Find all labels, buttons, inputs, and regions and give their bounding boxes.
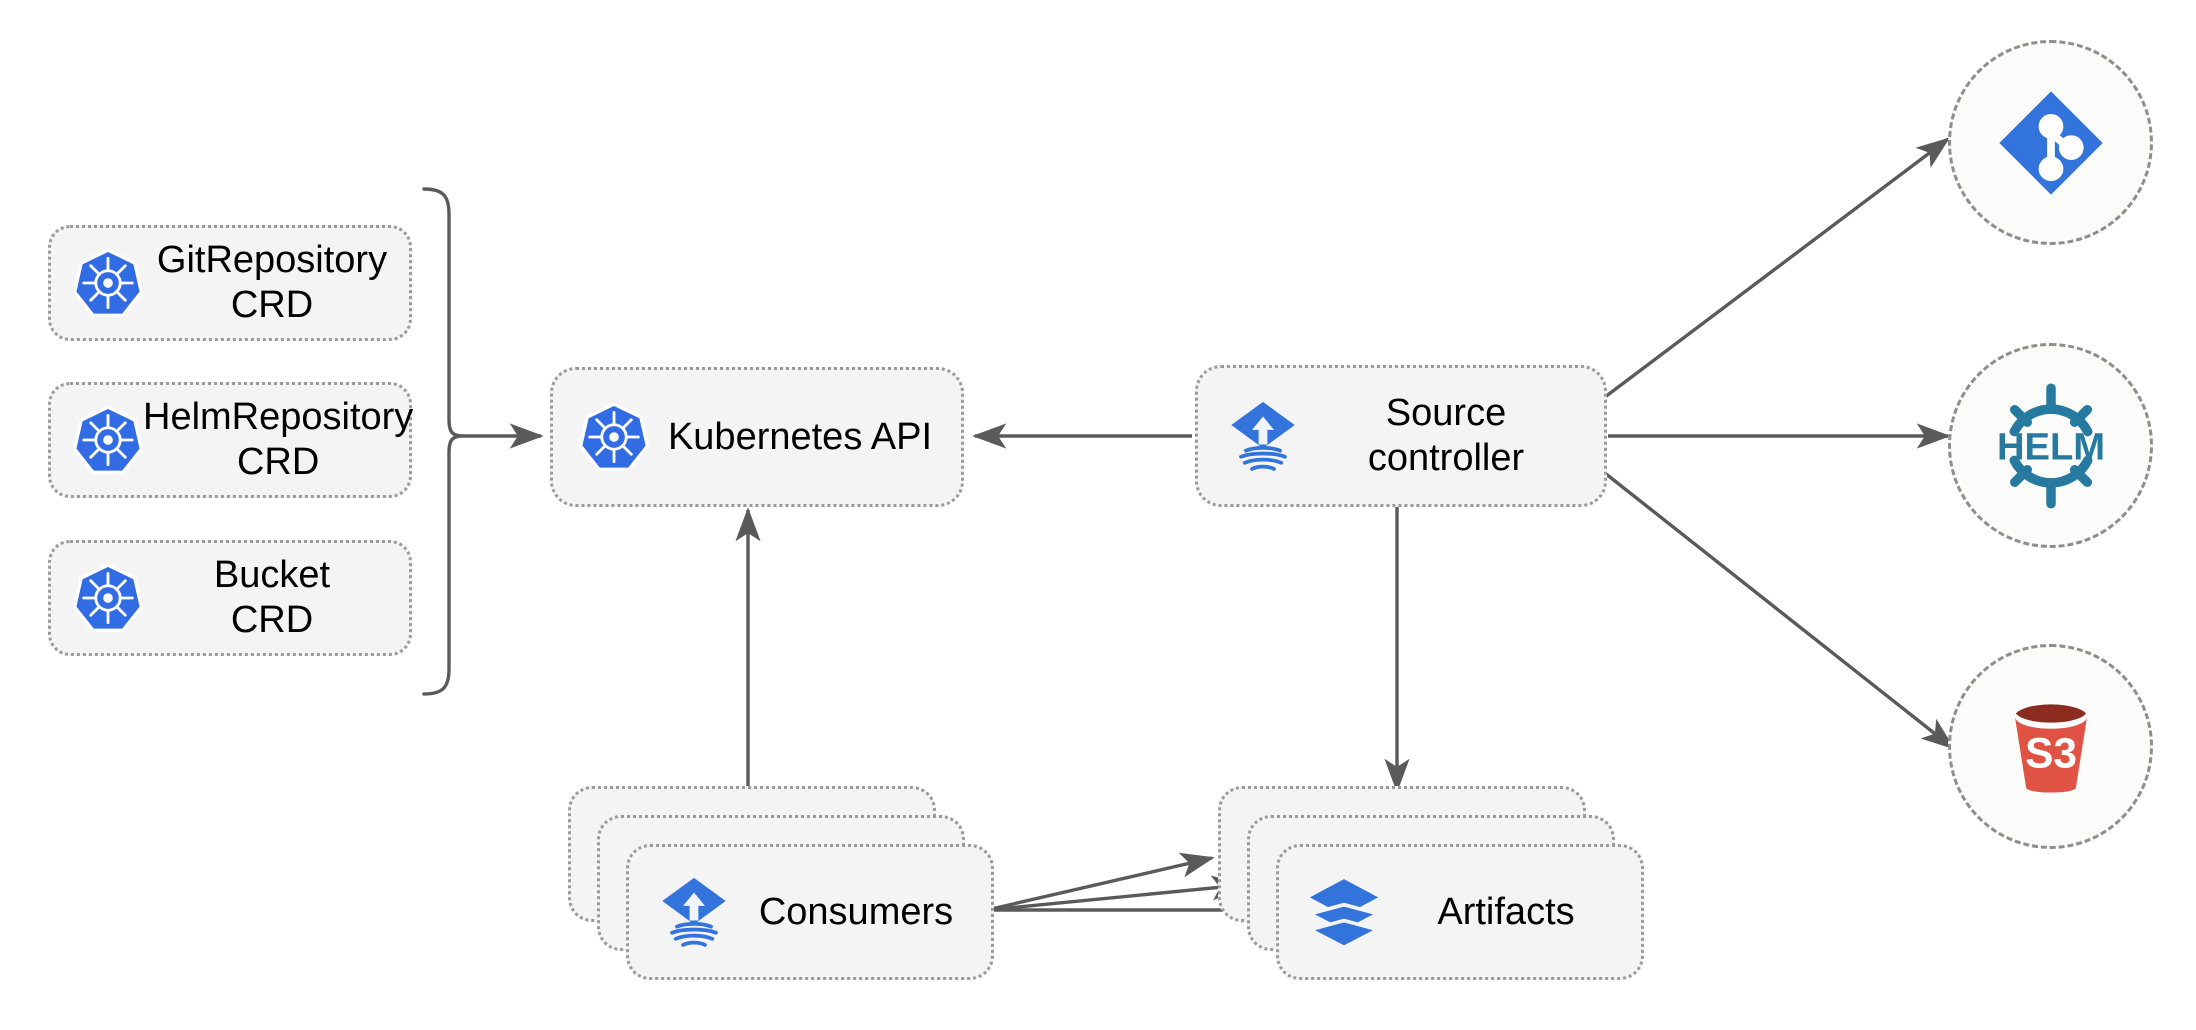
edge-consumers-to-artifacts-2 (986, 875, 1246, 912)
node-label-kubernetes-api: Kubernetes API (667, 415, 933, 458)
crd-label-gitrepository: GitRepository CRD (156, 239, 388, 326)
s3-bucket-icon: S3 (2014, 703, 2087, 793)
node-label-source-controller: Source controller (1367, 392, 1525, 479)
flux-icon (1231, 401, 1295, 471)
external-source-s3[interactable]: S3 (1948, 644, 2153, 849)
edge-controller-to-git (1599, 137, 1951, 402)
crd-label-bucket: Bucket CRD (213, 554, 331, 641)
kubernetes-icon (579, 402, 649, 471)
kubernetes-icon (73, 563, 143, 632)
crd-group-bracket (422, 187, 464, 696)
s3-wordmark: S3 (2025, 729, 2077, 776)
crd-card-helmrepository[interactable]: HelmRepository CRD (48, 382, 413, 498)
consumers-stack-card-front[interactable]: Consumers (626, 844, 994, 980)
external-source-helm[interactable]: HELM (1948, 343, 2153, 548)
layers-icon (1305, 879, 1383, 950)
kubernetes-icon (73, 405, 143, 474)
kubernetes-icon (73, 248, 143, 317)
helm-wordmark: HELM (1996, 425, 2104, 468)
node-label-artifacts: Artifacts (1437, 890, 1575, 933)
git-icon (1998, 90, 2103, 195)
node-source-controller[interactable]: Source controller (1195, 365, 1607, 507)
node-label-consumers: Consumers (758, 890, 954, 933)
edge-controller-to-s3 (1599, 468, 1956, 750)
artifacts-stack-card-front[interactable]: Artifacts (1276, 844, 1644, 980)
node-kubernetes-api[interactable]: Kubernetes API (550, 367, 964, 507)
edge-consumers-to-artifacts-1 (986, 852, 1215, 912)
crd-card-gitrepository[interactable]: GitRepository CRD (48, 225, 412, 341)
helm-icon: HELM (1996, 383, 2105, 508)
crd-card-bucket[interactable]: Bucket CRD (48, 540, 412, 656)
crd-label-helmrepository: HelmRepository CRD (143, 396, 414, 483)
flux-icon (662, 877, 726, 947)
external-source-git[interactable] (1948, 40, 2153, 245)
